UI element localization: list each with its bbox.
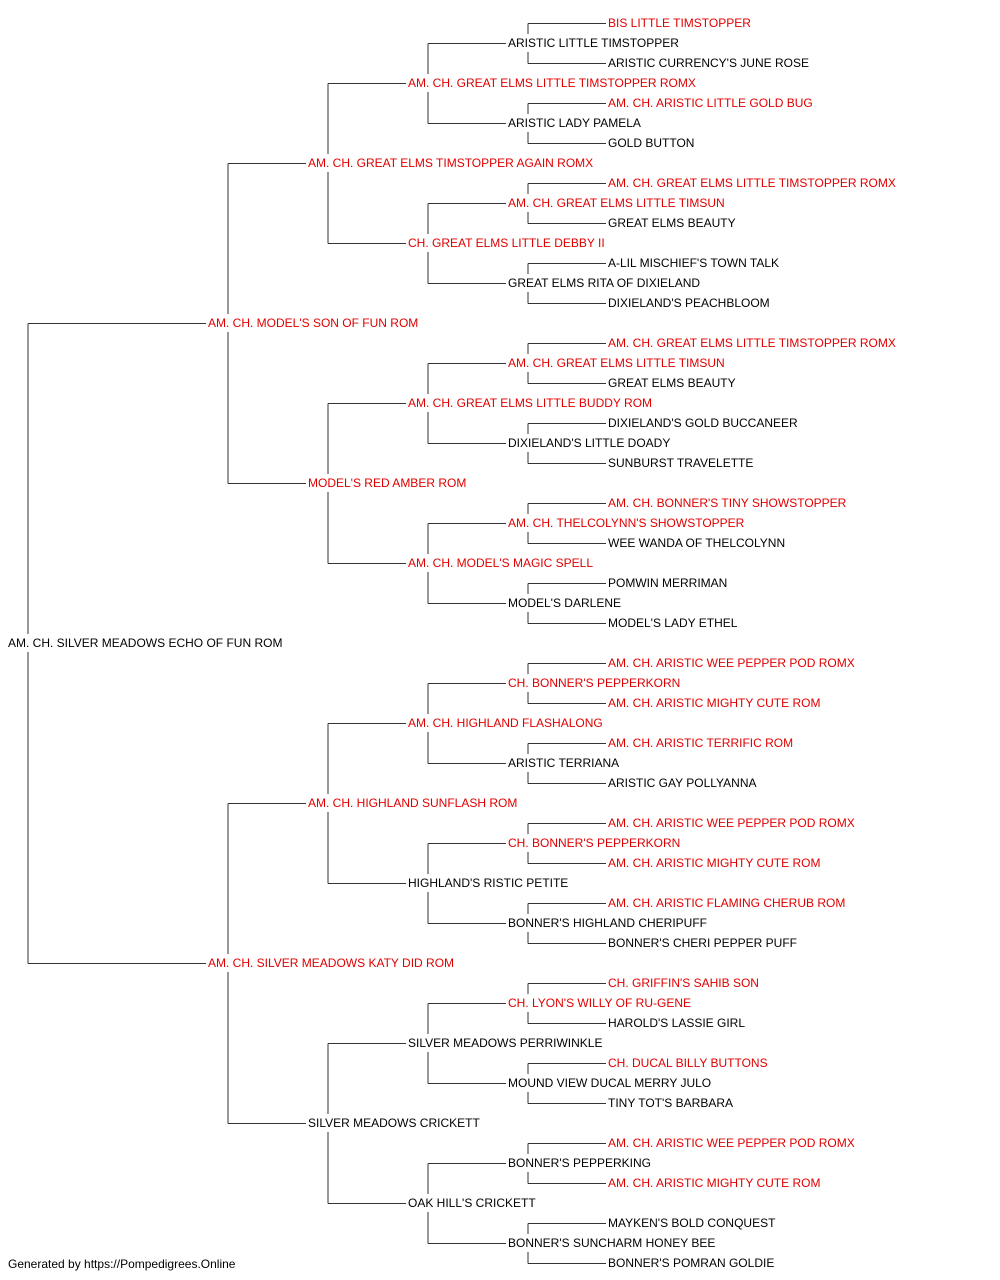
dam-name-gen2: SILVER MEADOWS CRICKETT (308, 1116, 480, 1130)
dam-name-gen2: MODEL'S RED AMBER ROM (308, 476, 467, 490)
sire-name-gen5: AM. CH. GREAT ELMS LITTLE TIMSTOPPER ROM… (608, 176, 896, 190)
sire-name-gen1: AM. CH. MODEL'S SON OF FUN ROM (208, 316, 419, 330)
sire-name-gen4: AM. CH. GREAT ELMS LITTLE TIMSUN (508, 196, 725, 210)
sire-name-gen2: AM. CH. GREAT ELMS TIMSTOPPER AGAIN ROMX (308, 156, 594, 170)
dam-name-gen3: AM. CH. MODEL'S MAGIC SPELL (408, 556, 593, 570)
dam-name-gen5: GREAT ELMS BEAUTY (608, 376, 736, 390)
sire-name-gen4: CH. BONNER'S PEPPERKORN (508, 836, 681, 850)
sire-name-gen5: AM. CH. ARISTIC TERRIFIC ROM (608, 736, 794, 750)
dam-name-gen5: GREAT ELMS BEAUTY (608, 216, 736, 230)
sire-name-gen3: AM. CH. GREAT ELMS LITTLE BUDDY ROM (408, 396, 653, 410)
dam-name-gen4: DIXIELAND'S LITTLE DOADY (508, 436, 671, 450)
sire-name-gen5: AM. CH. ARISTIC WEE PEPPER POD ROMX (608, 816, 855, 830)
sire-name-gen5: AM. CH. GREAT ELMS LITTLE TIMSTOPPER ROM… (608, 336, 896, 350)
dam-name-gen5: AM. CH. ARISTIC MIGHTY CUTE ROM (608, 696, 821, 710)
dam-name-gen5: AM. CH. ARISTIC MIGHTY CUTE ROM (608, 1176, 821, 1190)
sire-name-gen5: DIXIELAND'S GOLD BUCCANEER (608, 416, 798, 430)
sire-name-gen5: MAYKEN'S BOLD CONQUEST (608, 1216, 776, 1230)
dam-name-gen4: GREAT ELMS RITA OF DIXIELAND (508, 276, 701, 290)
dam-name-gen5: BONNER'S POMRAN GOLDIE (608, 1256, 775, 1270)
sire-name-gen5: CH. GRIFFIN'S SAHIB SON (608, 976, 759, 990)
dam-name-gen5: WEE WANDA OF THELCOLYNN (608, 536, 786, 550)
dam-name-gen4: BONNER'S SUNCHARM HONEY BEE (508, 1236, 716, 1250)
dam-name-gen3: OAK HILL'S CRICKETT (408, 1196, 536, 1210)
dam-name-gen4: MODEL'S DARLENE (508, 596, 621, 610)
dam-name-gen5: TINY TOT'S BARBARA (608, 1096, 733, 1110)
dam-name-gen4: MOUND VIEW DUCAL MERRY JULO (508, 1076, 712, 1090)
dam-name-gen3: CH. GREAT ELMS LITTLE DEBBY II (408, 236, 605, 250)
sire-name-gen3: SILVER MEADOWS PERRIWINKLE (408, 1036, 603, 1050)
dam-name-gen5: HAROLD'S LASSIE GIRL (608, 1016, 746, 1030)
dam-name-gen1: AM. CH. SILVER MEADOWS KATY DID ROM (208, 956, 455, 970)
sire-name-gen4: ARISTIC LITTLE TIMSTOPPER (508, 36, 679, 50)
dam-name-gen5: GOLD BUTTON (608, 136, 695, 150)
sire-name-gen5: POMWIN MERRIMAN (608, 576, 728, 590)
dam-name-gen5: ARISTIC GAY POLLYANNA (608, 776, 757, 790)
sire-name-gen4: AM. CH. GREAT ELMS LITTLE TIMSUN (508, 356, 725, 370)
sire-name-gen3: AM. CH. GREAT ELMS LITTLE TIMSTOPPER ROM… (408, 76, 696, 90)
sire-name-gen5: AM. CH. ARISTIC FLAMING CHERUB ROM (608, 896, 846, 910)
dam-name-gen5: BONNER'S CHERI PEPPER PUFF (608, 936, 797, 950)
sire-name-gen4: CH. BONNER'S PEPPERKORN (508, 676, 681, 690)
sire-name-gen5: AM. CH. ARISTIC WEE PEPPER POD ROMX (608, 1136, 855, 1150)
dam-name-gen5: MODEL'S LADY ETHEL (608, 616, 738, 630)
dam-name-gen4: BONNER'S HIGHLAND CHERIPUFF (508, 916, 707, 930)
sire-name-gen4: CH. LYON'S WILLY OF RU-GENE (508, 996, 691, 1010)
sire-name-gen5: CH. DUCAL BILLY BUTTONS (608, 1056, 768, 1070)
dam-name-gen5: SUNBURST TRAVELETTE (608, 456, 754, 470)
sire-name-gen5: BIS LITTLE TIMSTOPPER (608, 16, 751, 30)
dam-name-gen5: DIXIELAND'S PEACHBLOOM (608, 296, 770, 310)
dam-name-gen3: HIGHLAND'S RISTIC PETITE (408, 876, 569, 890)
sire-name-gen5: A-LIL MISCHIEF'S TOWN TALK (608, 256, 779, 270)
dam-name-gen4: ARISTIC LADY PAMELA (508, 116, 641, 130)
dam-name-gen4: ARISTIC TERRIANA (508, 756, 620, 770)
generated-by-footer: Generated by https://Pompedigrees.Online (8, 1257, 236, 1271)
sire-name-gen2: AM. CH. HIGHLAND SUNFLASH ROM (308, 796, 518, 810)
dam-name-gen5: AM. CH. ARISTIC MIGHTY CUTE ROM (608, 856, 821, 870)
sire-name-gen5: AM. CH. ARISTIC LITTLE GOLD BUG (608, 96, 813, 110)
sire-name-gen3: AM. CH. HIGHLAND FLASHALONG (408, 716, 603, 730)
dam-name-gen5: ARISTIC CURRENCY'S JUNE ROSE (608, 56, 809, 70)
sire-name-gen5: AM. CH. BONNER'S TINY SHOWSTOPPER (608, 496, 847, 510)
sire-name-gen4: AM. CH. THELCOLYNN'S SHOWSTOPPER (508, 516, 745, 530)
sire-name-gen5: AM. CH. ARISTIC WEE PEPPER POD ROMX (608, 656, 855, 670)
subject-dog-name: AM. CH. SILVER MEADOWS ECHO OF FUN ROM (8, 636, 283, 650)
sire-name-gen4: BONNER'S PEPPERKING (508, 1156, 651, 1170)
